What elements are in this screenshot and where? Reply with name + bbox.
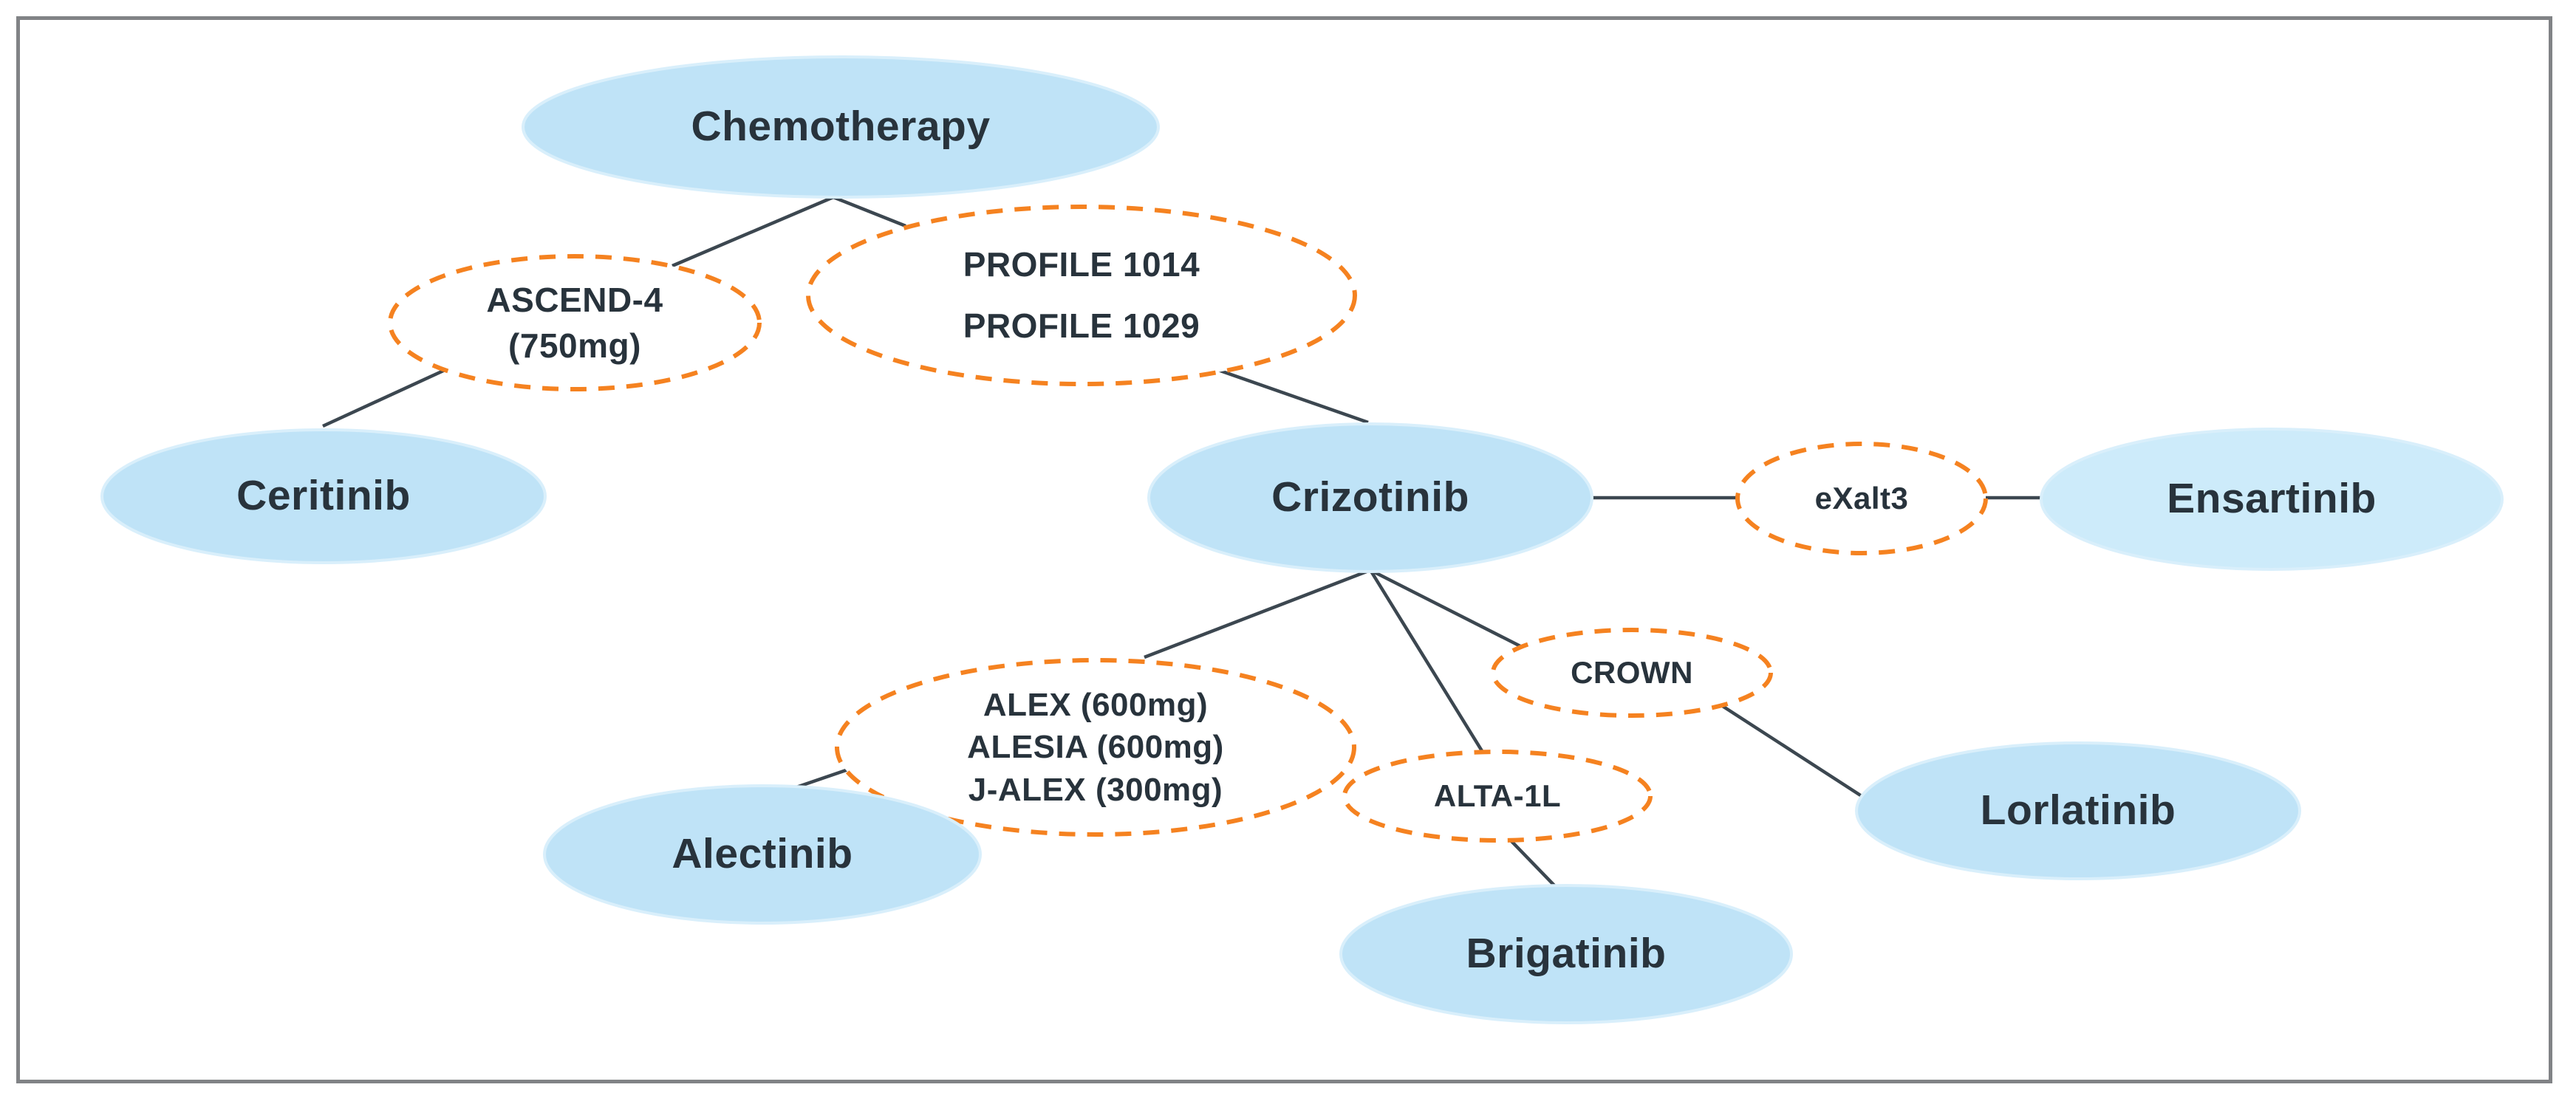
edge-chemotherapy-ascend4 [672,195,834,268]
ensartinib-ellipse [2040,428,2504,571]
alex-ellipse [835,658,1356,837]
ceritinib-ellipse [100,428,547,564]
edge-crizotinib-crown [1369,568,1525,650]
chemotherapy-ellipse [522,55,1160,199]
exalt3-ellipse [1735,442,1988,555]
lorlatinib-ellipse [1855,741,2301,880]
edge-crizotinib-alta1l [1369,569,1485,755]
alta1l-ellipse [1342,750,1653,843]
edge-crown-lorlatinib [1720,704,1863,798]
crizotinib-ellipse [1147,422,1593,573]
crown-ellipse [1491,628,1773,718]
ascend4-ellipse [388,254,762,391]
alectinib-ellipse [543,784,982,925]
edge-crizotinib-alex [1144,568,1371,659]
profile-ellipse [806,205,1357,386]
figure-border [16,16,2552,1083]
brigatinib-ellipse [1339,884,1793,1024]
edge-chemotherapy-profile [833,195,906,228]
edge-ascend4-ceritinib [322,365,452,428]
edge-alta1l-brigatinib [1508,837,1557,888]
edge-profile-crizotinib [1215,367,1369,425]
